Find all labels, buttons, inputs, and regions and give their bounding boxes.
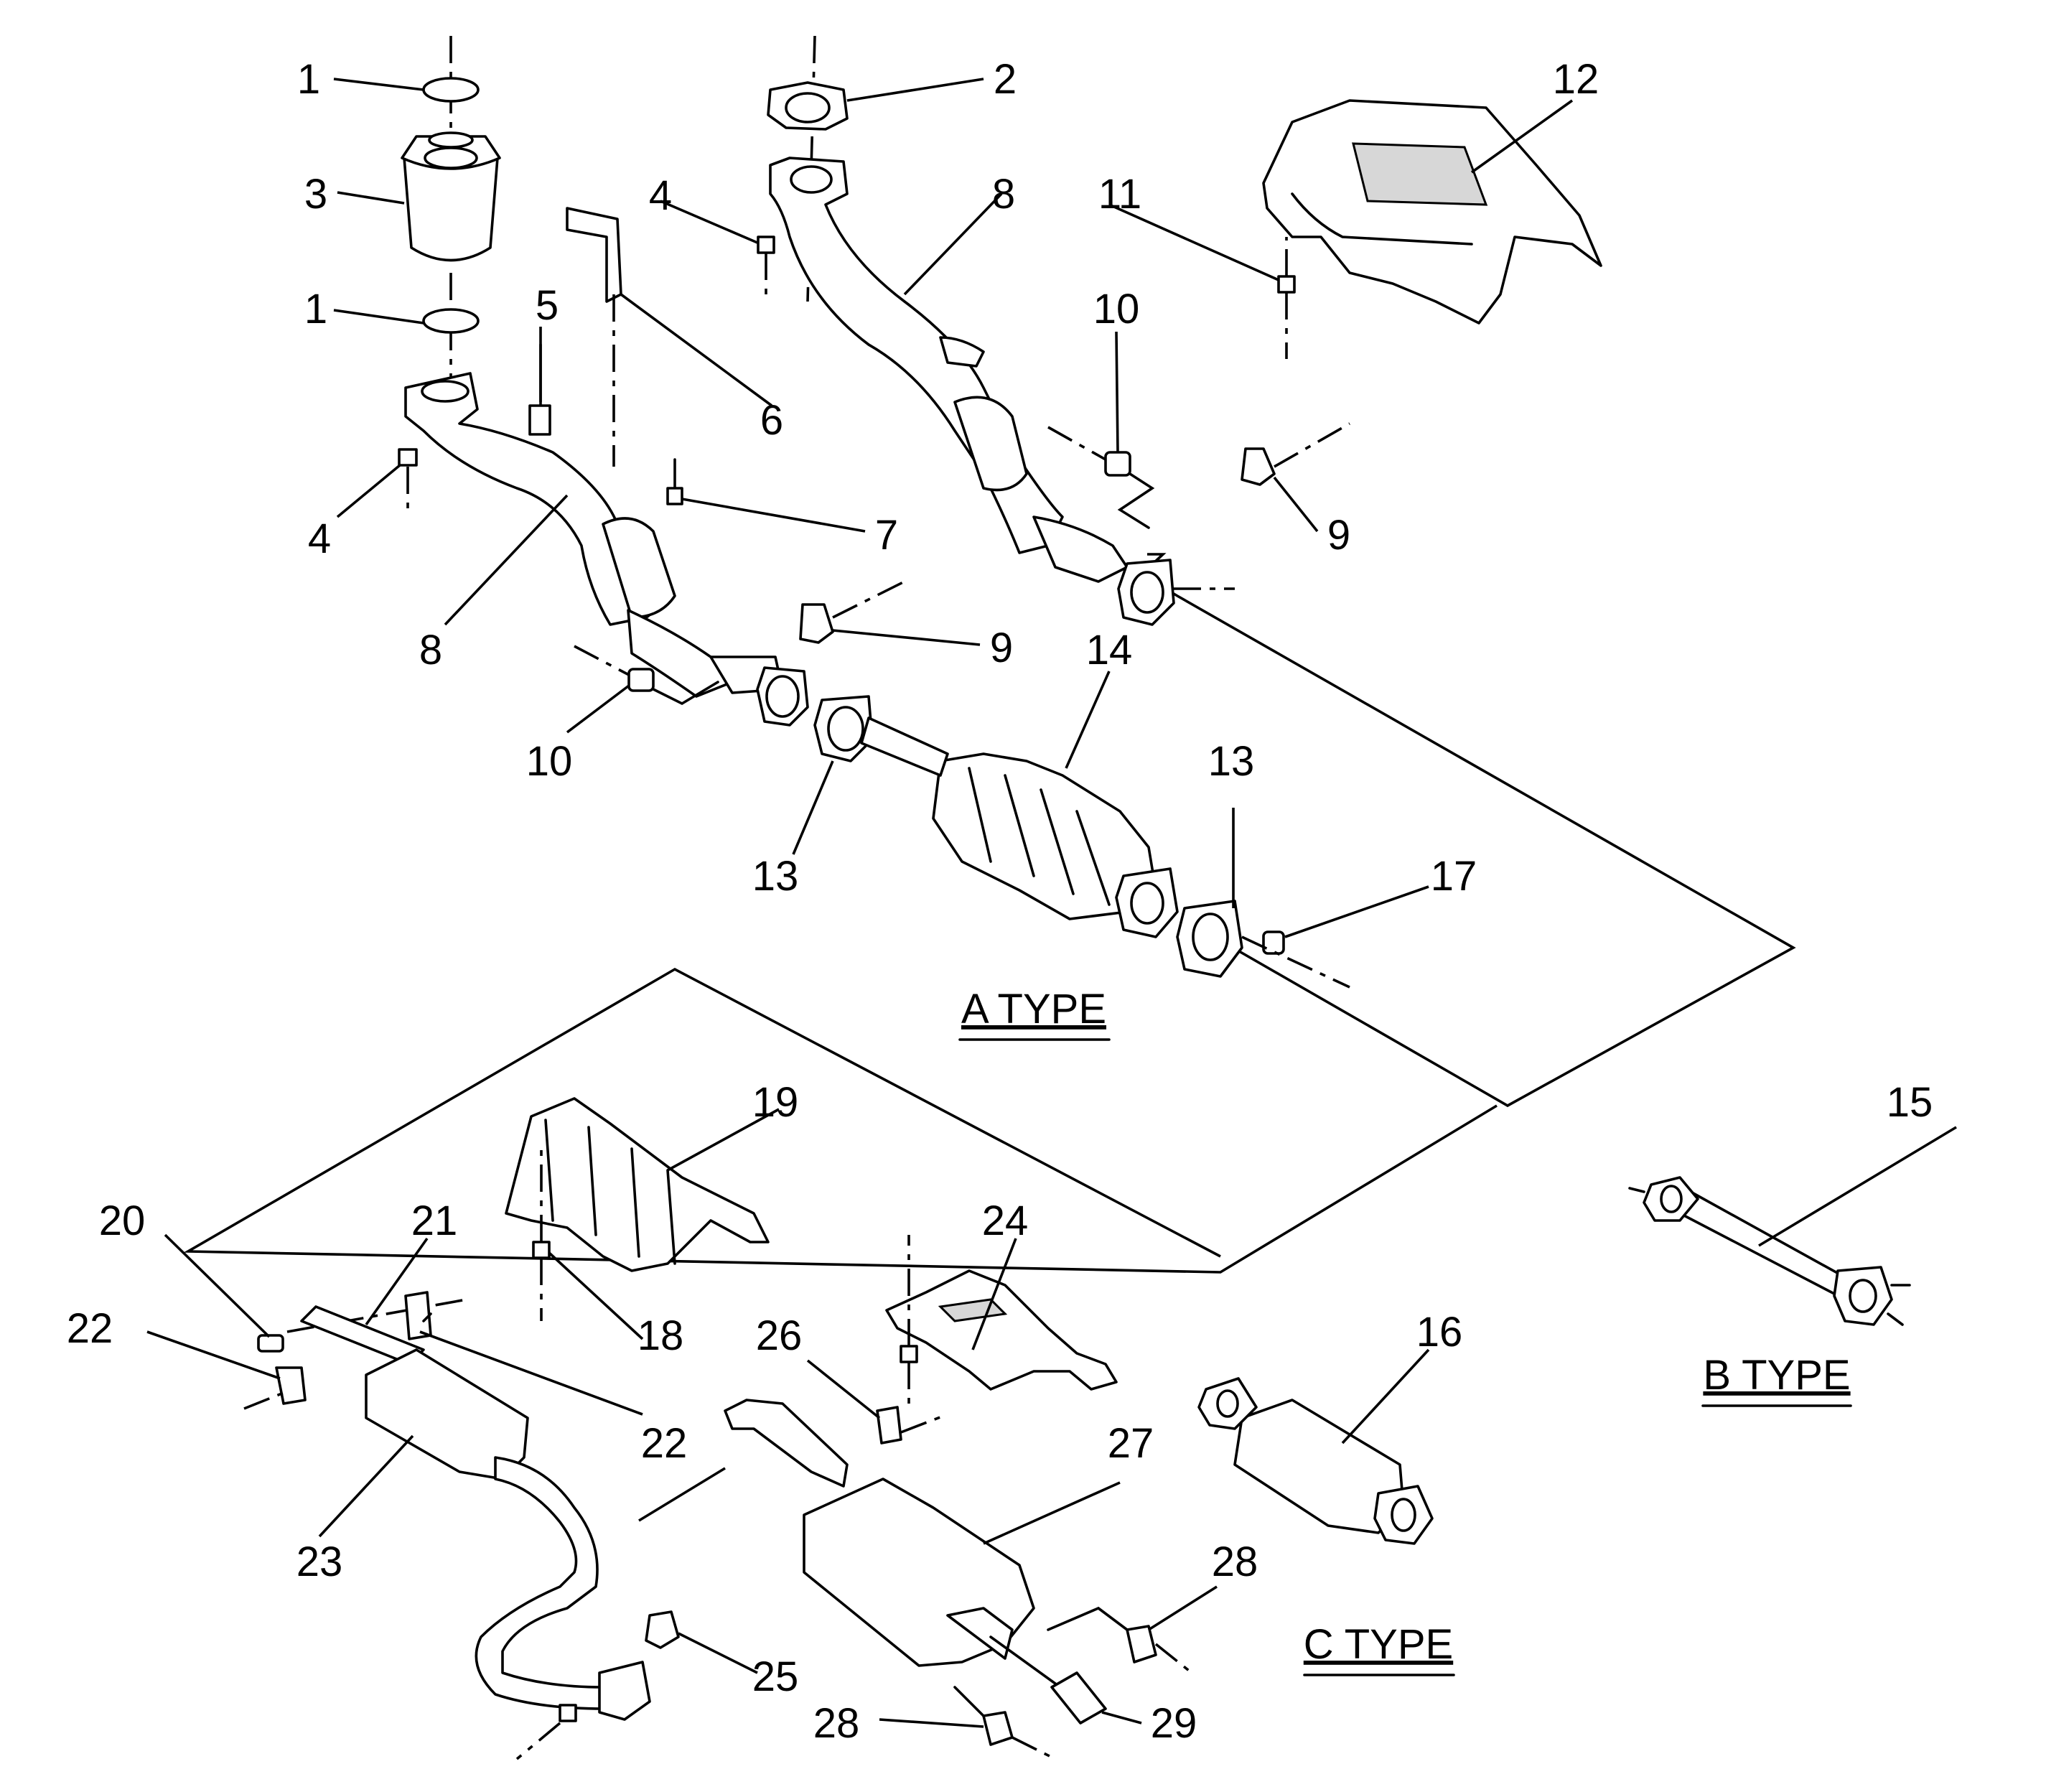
callout-8-right: 8: [992, 171, 1015, 218]
callout-20: 20: [99, 1198, 146, 1244]
manifold-converter-3: [401, 131, 501, 262]
callout-4-right: 4: [649, 172, 672, 219]
flange-13-left-b-hole: [827, 706, 864, 752]
gasket-1-lower: [422, 308, 480, 334]
bracket-22-left: [243, 1366, 307, 1410]
hanger-25: [645, 1610, 680, 1649]
nut-23-lower: [515, 1704, 577, 1760]
callout-9-left: 9: [990, 625, 1013, 671]
callout-24: 24: [982, 1198, 1029, 1244]
callout-28-right: 28: [1212, 1539, 1258, 1585]
heat-shield-19: [505, 1097, 770, 1272]
c-type-label: C TYPE: [1304, 1621, 1453, 1668]
callout-14: 14: [1086, 627, 1133, 673]
callout-4-left: 4: [308, 515, 331, 562]
bracket-26: [876, 1406, 948, 1445]
bracket-6: [566, 207, 622, 303]
callout-16: 16: [1416, 1309, 1463, 1355]
rear-muffler-27: [724, 1399, 1035, 1667]
c-type-outline: [183, 967, 1498, 1274]
nut-18: [532, 1142, 551, 1321]
catalytic-converter-14: [860, 717, 1157, 920]
callout-1-upper: 1: [297, 56, 320, 103]
callout-22-right: 22: [641, 1420, 688, 1467]
flange-right-bank-hole: [1130, 571, 1164, 614]
nut-4-left: [398, 448, 418, 510]
b-type-label: B TYPE: [1703, 1352, 1850, 1399]
flange-13-right-b-hole: [1192, 913, 1229, 961]
hanger-10-right: [1047, 426, 1155, 529]
tail-pipe-29: [989, 1635, 1107, 1725]
hanger-28-right: [1047, 1606, 1193, 1674]
callout-27: 27: [1108, 1420, 1154, 1467]
a-type-outline: [1139, 553, 1796, 1108]
nut-24: [900, 1235, 918, 1407]
tailpipe-bracket: [638, 1467, 726, 1522]
callout-13-left: 13: [752, 853, 799, 900]
axis-c-upper: [286, 1298, 467, 1333]
heat-shield-12: [1262, 99, 1602, 325]
callout-5: 5: [536, 282, 559, 329]
callout-29: 29: [1151, 1700, 1197, 1747]
callout-11: 11: [1098, 171, 1141, 218]
intermediate-pipe-23: [300, 1305, 651, 1721]
callout-7: 7: [875, 512, 898, 559]
callout-21: 21: [411, 1198, 458, 1244]
callout-22-left: 22: [67, 1305, 113, 1352]
pipe-15: [1628, 1176, 1911, 1326]
heat-shield-24: [885, 1269, 1118, 1391]
flange-13-right-a-hole: [1130, 882, 1164, 925]
hanger-20: [257, 1334, 284, 1353]
callout-26: 26: [756, 1312, 803, 1359]
callout-10-left: 10: [526, 738, 573, 785]
callout-13-right: 13: [1208, 738, 1255, 785]
callout-10-right: 10: [1093, 286, 1140, 332]
bracket-21: [404, 1291, 432, 1340]
callout-3: 3: [304, 171, 327, 218]
bolt-7: [666, 458, 683, 505]
callout-15: 15: [1887, 1079, 1933, 1126]
callout-28-lower: 28: [813, 1700, 860, 1747]
callout-2: 2: [994, 56, 1017, 103]
callout-17: 17: [1431, 853, 1477, 900]
flange-13-left-a-hole: [765, 675, 800, 718]
nut-11: [1277, 237, 1296, 359]
hanger-10-left: [574, 645, 719, 706]
callout-6: 6: [760, 397, 783, 444]
hanger-28-lower: [953, 1686, 1056, 1760]
callout-12: 12: [1553, 56, 1599, 103]
hanger-9-right: [1241, 422, 1350, 486]
front-pipe-8-left: [404, 372, 784, 698]
callout-8-left: 8: [419, 627, 442, 673]
callout-25: 25: [752, 1653, 799, 1700]
gasket-2-hole: [785, 92, 831, 123]
callout-1-lower: 1: [304, 286, 327, 332]
front-pipe-8-right: [769, 157, 1129, 583]
gasket-1-upper: [422, 77, 480, 103]
a-type-label: A TYPE: [961, 986, 1106, 1032]
nut-17: [1241, 930, 1350, 989]
callout-23: 23: [296, 1539, 343, 1585]
bracket-22-right: [422, 1312, 432, 1322]
callout-18: 18: [637, 1312, 684, 1359]
muffler-16: [1197, 1377, 1434, 1545]
callout-19: 19: [752, 1079, 799, 1126]
hanger-9-left: [799, 580, 905, 644]
nut-4-right: [757, 235, 775, 302]
callout-9-right: 9: [1327, 512, 1350, 559]
leader-lines: [146, 78, 1957, 1728]
